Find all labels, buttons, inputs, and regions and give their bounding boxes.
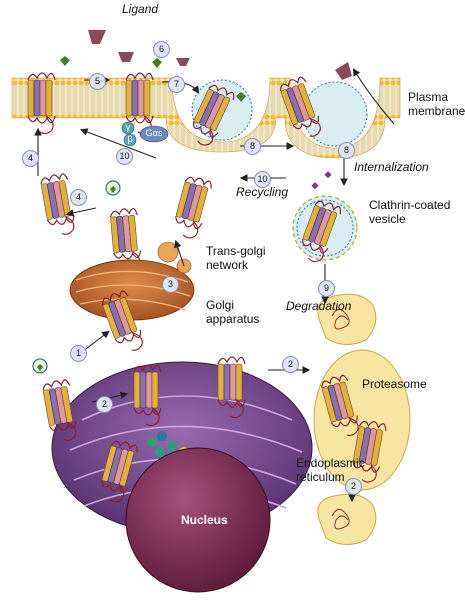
clathrin-vesicle-shape [292, 171, 358, 266]
ligand-shapes [88, 30, 352, 80]
step-badge-6: 6 [153, 41, 170, 58]
step-badge-5: 5 [89, 73, 106, 90]
degraded-peptide-2 [317, 493, 377, 545]
label-er-2: reticulum [296, 470, 345, 484]
step-badge-7: 7 [168, 76, 185, 93]
step-badge-10a: 10 [254, 171, 271, 188]
label-clathrin-2: vesicle [369, 212, 406, 226]
label-golgi-1: Golgi [206, 298, 235, 312]
agonist-leaf [152, 58, 162, 68]
label-degradation: Degradation [286, 299, 352, 313]
step-badge-8a: 8 [244, 138, 261, 155]
agonist-leaf [60, 56, 70, 66]
nucleus-shape [125, 447, 271, 593]
g-protein [121, 121, 169, 147]
step-badge-3: 3 [162, 276, 179, 293]
label-internalization: Internalization [354, 160, 429, 174]
label-ligand: Ligand [122, 2, 159, 16]
g-gamma-label: γ [125, 122, 131, 132]
step-badge-9: 9 [318, 280, 335, 297]
golgi-shape [69, 241, 195, 321]
step-badge-4b: 4 [70, 189, 87, 206]
label-recycling: Recycling [236, 185, 289, 199]
label-trans-golgi-1: Trans-golgi [206, 244, 266, 258]
step-badge-4a: 4 [22, 150, 39, 167]
g-beta-label: β [127, 134, 133, 144]
label-plasma-membrane-2: membrane [408, 104, 465, 118]
label-proteasome: Proteasome [362, 377, 427, 391]
step-badge-10b: 10 [116, 148, 133, 165]
label-nucleus: Nucleus [181, 513, 228, 527]
g-alpha-label: Gαs [145, 128, 163, 138]
step-badge-2b: 2 [96, 396, 113, 413]
receptor-1 [27, 72, 56, 135]
label-trans-golgi-2: network [206, 258, 249, 272]
step-badge-2c: 2 [345, 478, 362, 495]
label-er-1: Endoplasmic [296, 456, 365, 470]
label-plasma-membrane-1: Plasma [408, 90, 449, 104]
step-badge-1: 1 [70, 345, 87, 362]
step-badge-8b: 8 [338, 142, 355, 159]
agonist-leaf [236, 92, 246, 102]
label-clathrin-1: Clathrin-coated [369, 198, 451, 212]
step-badge-2a: 2 [282, 356, 299, 373]
label-golgi-2: apparatus [206, 312, 260, 326]
